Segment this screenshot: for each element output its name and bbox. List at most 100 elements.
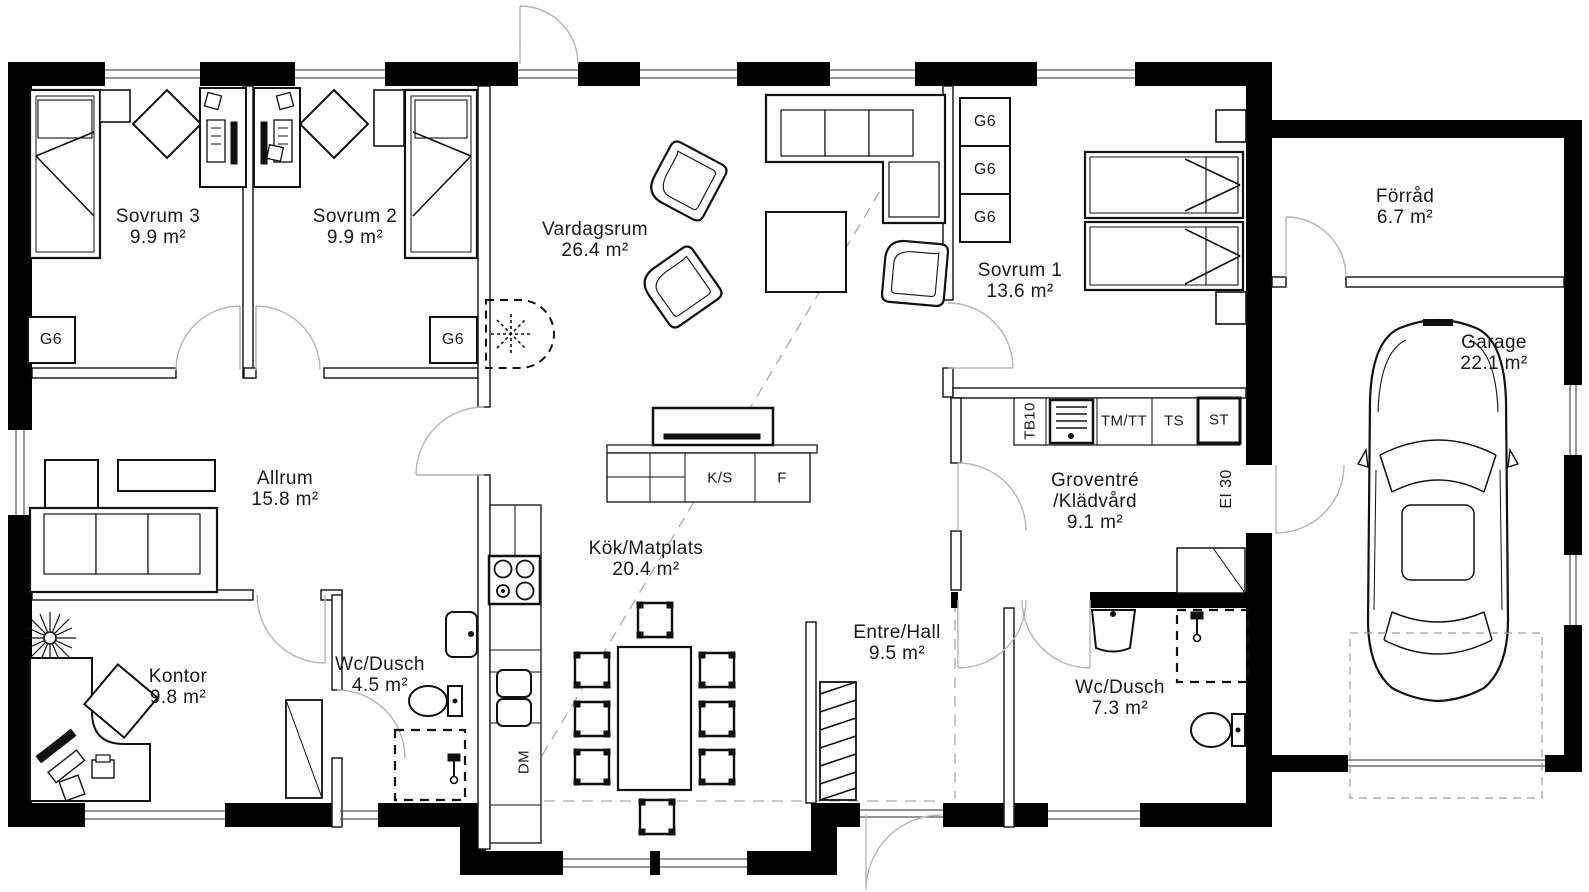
room-name: Sovrum 1 <box>977 260 1063 281</box>
tall-storage-label: ST <box>1209 411 1229 429</box>
wardrobe-label: G6 <box>39 331 63 348</box>
bed-icon <box>403 88 479 260</box>
wardrobe-icon <box>959 193 1011 243</box>
fireplace-icon <box>485 299 555 369</box>
room-name: Groventré <box>1050 470 1140 491</box>
room-label-sovrum-2: Sovrum 2 9.9 m² <box>313 206 398 248</box>
chair-icon <box>637 797 677 837</box>
car-icon <box>1356 318 1520 703</box>
room-label-kontor: Kontor 9.8 m² <box>149 666 207 708</box>
room-name: Förråd <box>1375 186 1435 207</box>
room-label-allrum: Allrum 15.8 m² <box>251 468 318 510</box>
chair-icon <box>635 600 675 640</box>
wardrobe-icon <box>959 145 1011 195</box>
office-desk-icon <box>29 657 151 802</box>
exterior-walls <box>8 62 1582 875</box>
tv-bench-icon <box>606 406 818 454</box>
window-icons <box>15 69 1577 868</box>
room-area: 13.6 m² <box>986 281 1054 302</box>
room-area: 7.3 m² <box>1091 698 1149 719</box>
room-label-sovrum-3: Sovrum 3 9.9 m² <box>116 206 201 248</box>
stove-icon <box>487 554 542 606</box>
room-name: Entre/Hall <box>853 622 941 643</box>
sideboard-icon <box>117 459 216 492</box>
fridge-label: K/S <box>707 469 733 487</box>
wardrobe-label: G6 <box>441 331 465 348</box>
room-area: 4.5 m² <box>351 675 409 696</box>
desk-icon <box>253 87 301 188</box>
tall-cabinet-icon <box>285 699 323 799</box>
toilet-icon <box>408 685 463 717</box>
desk-icon <box>199 87 247 188</box>
door-icons <box>175 5 1347 891</box>
room-label-kok-matplats: Kök/Matplats 20.4 m² <box>589 538 704 580</box>
desk-chair-icon <box>131 88 203 160</box>
room-area: 15.8 m² <box>251 489 319 510</box>
nightstand-icon <box>1215 291 1247 325</box>
room-label-entre-hall: Entre/Hall 9.5 m² <box>853 622 940 664</box>
shower-icon <box>393 728 467 802</box>
dining-table-icon <box>616 645 693 792</box>
room-label-vardagsrum: Vardagsrum 26.4 m² <box>542 219 648 261</box>
bathroom-sink-icon <box>1090 609 1137 653</box>
chair-icon <box>697 650 737 690</box>
freezer-label: F <box>777 469 787 487</box>
chair-icon <box>572 699 612 739</box>
room-name: Garage <box>1461 332 1527 353</box>
sofa-icon <box>28 506 219 594</box>
nightstand-icon <box>1215 109 1247 143</box>
wardrobe-icon <box>429 316 478 364</box>
plant-icon <box>24 612 76 664</box>
bed-icon <box>1083 150 1245 220</box>
wardrobe-label: G6 <box>973 161 997 178</box>
room-name-2: /Klädvård <box>1053 491 1137 512</box>
room-name: Wc/Dusch <box>335 654 425 675</box>
room-area: 9.9 m² <box>326 227 384 248</box>
wardrobe-icon <box>959 97 1011 147</box>
bathroom-sink-icon <box>445 611 478 658</box>
room-label-garage: Garage 22.1 m² <box>1460 332 1527 374</box>
room-label-sovrum-1: Sovrum 1 13.6 m² <box>978 260 1063 302</box>
washing-machine-icon <box>1048 398 1095 445</box>
wardrobe-label: G6 <box>973 113 997 130</box>
room-area: 9.9 m² <box>129 227 187 248</box>
room-name: Sovrum 3 <box>115 206 201 227</box>
armchair-icon <box>636 242 726 332</box>
reference-lines <box>475 93 956 867</box>
room-name: Wc/Dusch <box>1075 677 1165 698</box>
bed-icon <box>1083 220 1245 292</box>
armchair-icon <box>643 137 731 225</box>
wardrobe-icon <box>27 316 76 364</box>
bed-icon <box>28 88 102 260</box>
room-name: Vardagsrum <box>541 219 649 240</box>
chair-icon <box>572 650 612 690</box>
chair-icon <box>697 747 737 787</box>
sink-icon <box>496 669 532 727</box>
wardrobe-label: G6 <box>973 209 997 226</box>
nightstand-icon <box>99 89 131 123</box>
room-area: 9.5 m² <box>868 643 926 664</box>
kitchen-counter <box>487 504 542 844</box>
room-area: 26.4 m² <box>561 240 629 261</box>
office-chair-icon <box>82 662 160 740</box>
toilet-icon <box>1190 712 1246 748</box>
fridge-freezer-cabinets <box>606 452 811 503</box>
room-name: Sovrum 2 <box>312 206 398 227</box>
chair-icon <box>697 699 737 739</box>
sofa-module-icon <box>44 459 99 516</box>
washer-dryer-label: TM/TT <box>1100 412 1148 430</box>
room-name: Kontor <box>148 666 208 687</box>
room-name: Allrum <box>256 468 314 489</box>
armchair-icon <box>880 238 950 308</box>
dishwasher-label: DM <box>515 749 533 775</box>
drying-cabinet-label: TS <box>1164 412 1184 430</box>
room-area: 9.1 m² <box>1066 512 1124 533</box>
corner-sofa-icon <box>764 93 947 225</box>
room-area: 6.7 m² <box>1376 207 1434 228</box>
fire-rating-label: EI 30 <box>1218 469 1235 509</box>
shower-icon <box>1175 608 1250 684</box>
laundry-bench-label: TB10 <box>1021 402 1039 440</box>
room-label-wc-dusch-2: Wc/Dusch 7.3 m² <box>1075 677 1165 719</box>
